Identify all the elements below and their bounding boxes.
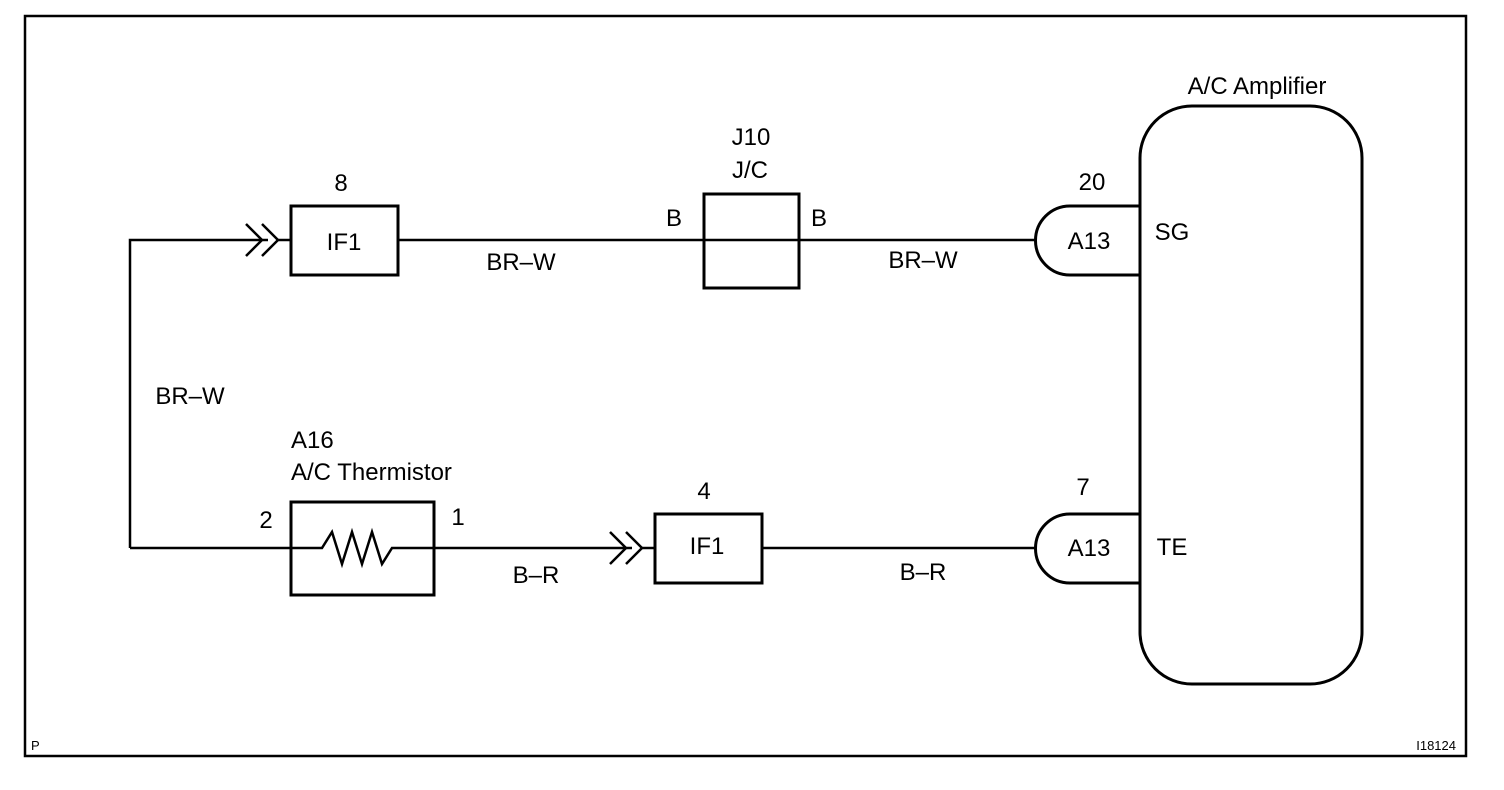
junction-code: J10 [732,124,771,151]
diagram-frame [23,14,1468,758]
junction-pin-right: B [811,205,827,232]
a13-top-pin: 20 [1079,169,1106,196]
wire-left-vertical-label: BR–W [155,383,225,410]
wire-left-vertical [128,238,268,548]
connector-chevron-bottom-1 [609,531,628,565]
connector-if1-top [289,204,400,277]
a13-bottom-pin: 7 [1076,474,1089,501]
corner-mark: P [31,738,40,753]
thermistor-name: A/C Thermistor [291,459,452,486]
ac-amplifier [1138,104,1364,686]
if1-bottom-pin: 4 [697,478,710,505]
connector-a13-bottom [1034,512,1142,585]
thermistor-pin-left: 2 [259,507,272,534]
if1-bottom-label: IF1 [690,533,725,560]
bottom-circuit: A16 A/C Thermistor 2 1 B–R IF1 4 B–R A13… [130,427,1188,597]
wire-top-right-label: BR–W [888,247,958,274]
if1-top-label: IF1 [327,229,362,256]
junction-pin-left: B [666,205,682,232]
wire-bottom-right-label: B–R [900,559,947,586]
connector-if1-bottom [653,512,764,585]
junction-j10 [702,192,801,290]
amplifier-name: A/C Amplifier [1188,73,1327,100]
wire-bottom-left-label: B–R [513,562,560,589]
wire-top-left-label: BR–W [486,249,556,276]
top-circuit: IF1 8 BR–W J10 J/C B B BR–W A13 20 SG [128,124,1190,548]
connector-a13-top [1034,204,1142,277]
figure-id: I18124 [1416,738,1456,753]
a13-bottom-label: A13 [1068,535,1111,562]
amplifier-terminal-te: TE [1157,534,1188,561]
resistor-symbol-icon [291,527,434,569]
a13-top-label: A13 [1068,228,1111,255]
if1-top-pin: 8 [334,170,347,197]
junction-name: J/C [732,157,768,184]
thermistor-code: A16 [291,427,334,454]
amplifier-terminal-sg: SG [1155,219,1190,246]
thermistor-pin-right: 1 [451,504,464,531]
connector-chevron-top-1 [245,223,264,257]
